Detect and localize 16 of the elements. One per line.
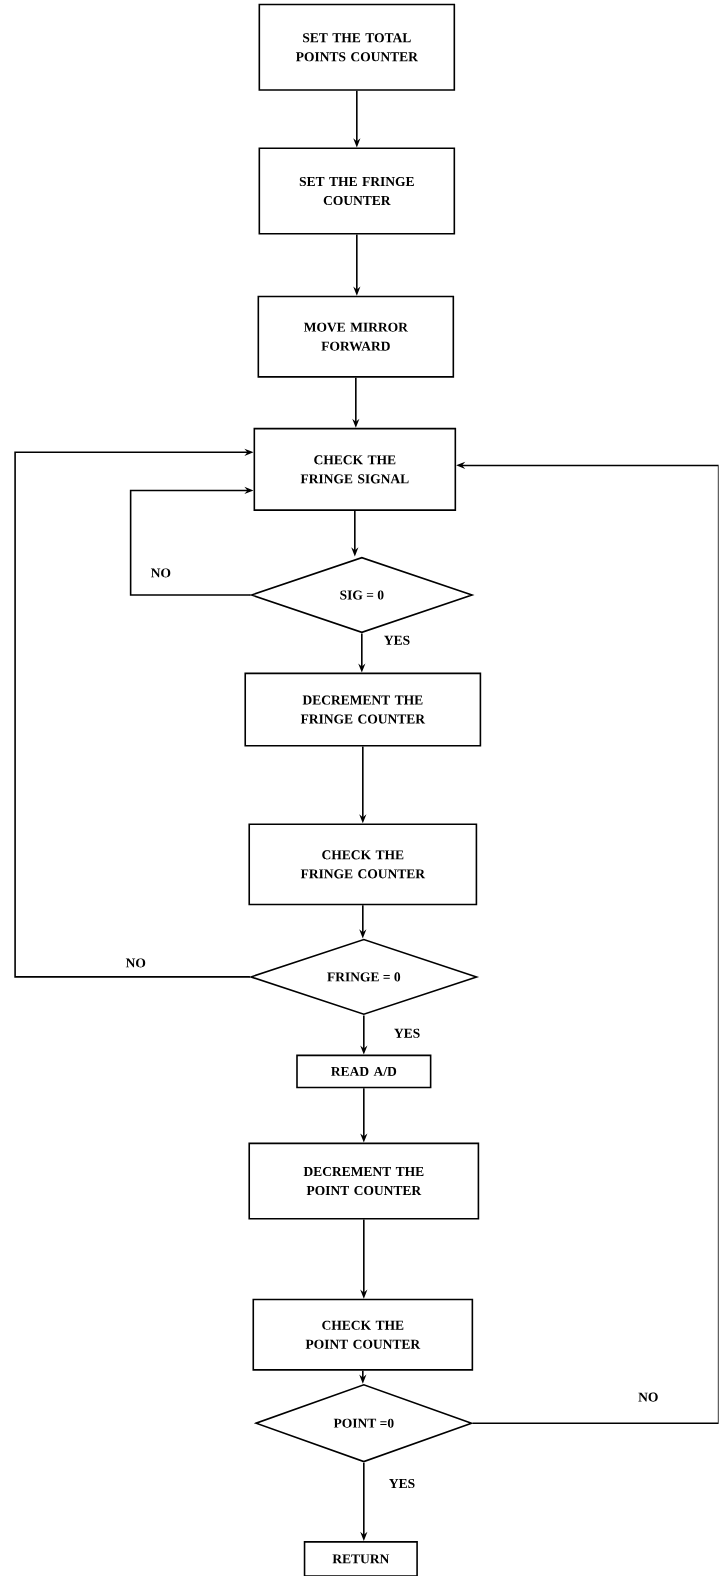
process-box: DECREMENT THE FRINGE COUNTER xyxy=(244,672,482,747)
process-box: CHECK THE FRINGE COUNTER xyxy=(248,823,478,906)
process-box: DECREMENT THE POINT COUNTER xyxy=(248,1142,480,1220)
edge-label: YES xyxy=(383,634,412,646)
edge-label: YES xyxy=(393,1027,422,1039)
edge-label: NO xyxy=(637,1391,660,1403)
edge-label: YES xyxy=(388,1478,417,1490)
process-box: SET THE TOTAL POINTS COUNTER xyxy=(258,3,456,91)
edge-label: NO xyxy=(124,957,148,969)
process-box: RETURN xyxy=(303,1541,419,1576)
edge-label: NO xyxy=(149,567,173,579)
process-box: CHECK THE POINT COUNTER xyxy=(252,1298,474,1371)
process-box: READ A/D xyxy=(296,1054,432,1089)
process-box: SET THE FRINGE COUNTER xyxy=(258,147,456,235)
process-box: MOVE MIRROR FORWARD xyxy=(257,295,455,378)
process-box: CHECK THE FRINGE SIGNAL xyxy=(253,427,457,511)
